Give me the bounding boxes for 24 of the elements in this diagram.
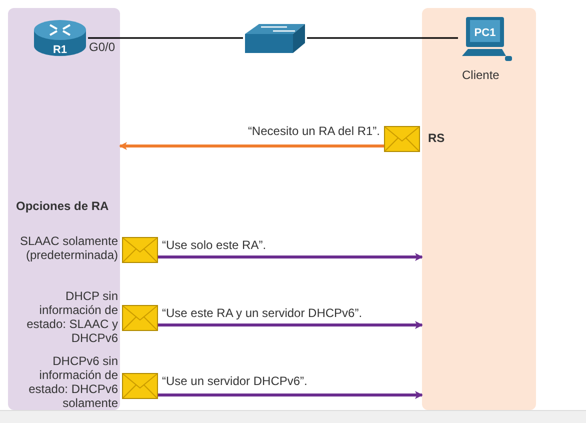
edge-label: “Necesito un RA del R1”.	[248, 124, 380, 138]
envelope-icon	[122, 237, 158, 263]
link-line	[307, 37, 458, 39]
envelope-icon	[384, 126, 420, 152]
edge-label: “Use este RA y un servidor DHCPv6”.	[162, 306, 362, 320]
interface-label: G0/0	[89, 40, 116, 54]
option-label: SLAAC solamente (predeterminada)	[18, 234, 118, 262]
edge-label: “Use un servidor DHCPv6”.	[162, 374, 308, 388]
device-label: Cliente	[462, 68, 500, 82]
arrow	[158, 391, 423, 399]
arrow	[158, 321, 423, 329]
envelope-icon	[122, 305, 158, 331]
lane-band	[422, 8, 536, 410]
edge-label: “Use solo este RA”.	[162, 238, 266, 252]
arrow	[158, 253, 423, 261]
option-label: DHCPv6 sin información de estado: DHCPv6 solamente	[28, 354, 118, 410]
section-heading: Opciones de RA	[16, 199, 110, 213]
switch-icon	[243, 22, 307, 54]
link-line	[88, 37, 243, 39]
envelope-icon	[122, 373, 158, 399]
lane-band	[8, 8, 120, 410]
message-type-label: RS	[428, 131, 445, 145]
arrow	[119, 142, 384, 150]
option-label: DHCP sin información de estado: SLAAC y DHCPv6	[26, 289, 118, 345]
